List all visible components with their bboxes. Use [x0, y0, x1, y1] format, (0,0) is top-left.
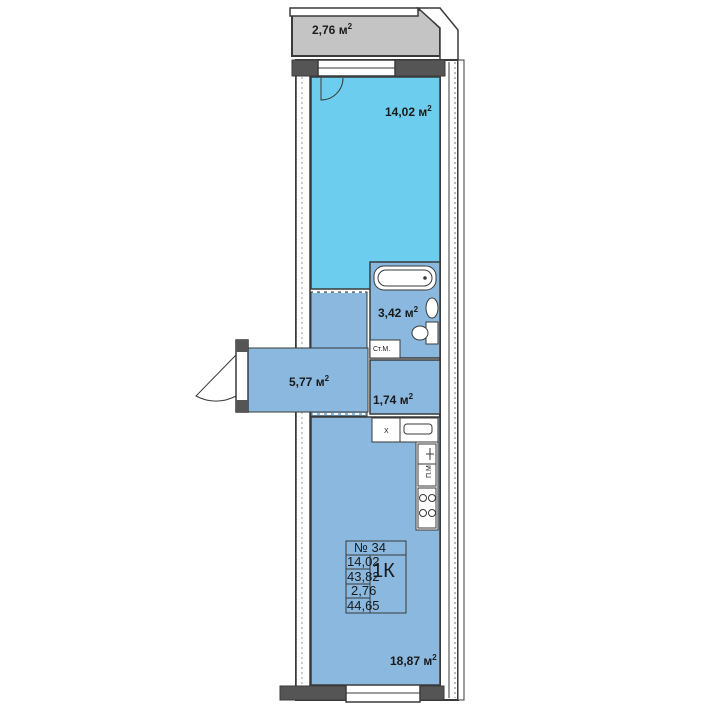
dishwasher-label: П.М — [426, 465, 433, 478]
entrance-door[interactable] — [195, 339, 249, 413]
living-area-value: 14,02 — [347, 554, 380, 569]
kitchen-area-label: 18,87 м2 — [390, 653, 437, 668]
room-area-label: 14,02 м2 — [385, 104, 432, 119]
room-storage[interactable] — [369, 359, 441, 415]
apartment-number: № 34 — [354, 540, 386, 555]
hall-area-label: 5,77 м2 — [289, 374, 330, 389]
apartment-type: 1К — [372, 560, 395, 582]
balcony-area-label: 2,76 м2 — [312, 22, 353, 37]
bathroom-area-label: 3,42 м2 — [378, 305, 419, 320]
apartment-info-table: № 34 14,02 43,82 2,76 44,65 1К — [345, 540, 407, 614]
room-living[interactable] — [310, 76, 441, 290]
total-area-value: 43,82 — [347, 569, 380, 584]
total-with-balcony-value: 44,65 — [347, 598, 380, 613]
room-kitchen[interactable] — [310, 416, 441, 686]
storage-area-label: 1,74 м2 — [373, 392, 414, 407]
room-bathroom[interactable] — [369, 261, 441, 359]
fridge-label: Х — [384, 428, 389, 435]
washer-label: Ст.М. — [373, 346, 390, 353]
room-hall[interactable] — [247, 291, 369, 417]
balcony-area-value: 2,76 — [351, 583, 376, 598]
